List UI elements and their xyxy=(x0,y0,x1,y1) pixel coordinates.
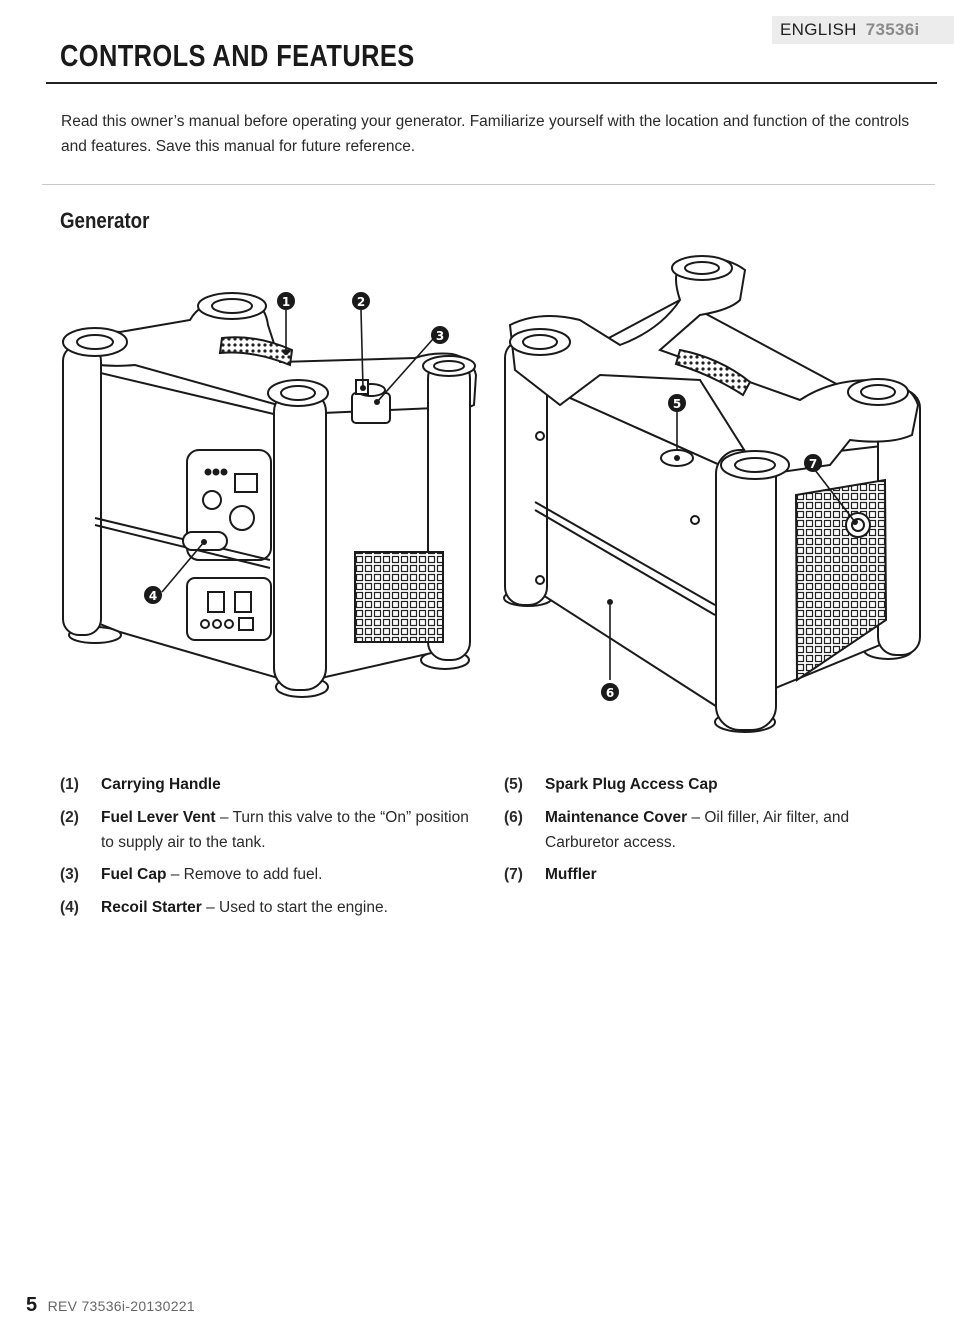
language-label: ENGLISH xyxy=(780,20,857,39)
list-item: (5)Spark Plug Access Cap xyxy=(504,776,718,793)
svg-text:7: 7 xyxy=(809,457,817,471)
list-item: (3)Fuel Cap – Remove to add fuel. xyxy=(60,866,323,883)
callout-5: 5 xyxy=(668,394,686,412)
svg-text:5: 5 xyxy=(673,397,681,411)
callout-6: 6 xyxy=(601,683,619,701)
callout-2: 2 xyxy=(352,292,370,310)
list-item: (4)Recoil Starter – Used to start the en… xyxy=(60,898,388,916)
list-item: (7)Muffler xyxy=(504,866,597,883)
svg-text:3: 3 xyxy=(436,329,444,343)
revision-code: REV 73536i-20130221 xyxy=(47,1298,195,1314)
generator-front-view xyxy=(62,292,478,698)
list-item: (6)Maintenance Cover – Oil filler, Air f… xyxy=(504,808,850,851)
page-number: 5 xyxy=(26,1294,38,1316)
generator-rear-view xyxy=(503,255,921,733)
svg-text:1: 1 xyxy=(282,295,290,309)
section-title: Generator xyxy=(60,208,150,233)
intro-divider xyxy=(42,184,935,185)
list-item: (2)Fuel Lever Vent – Turn this valve to … xyxy=(60,808,469,851)
callout-7: 7 xyxy=(804,454,822,472)
callout-3: 3 xyxy=(431,326,449,344)
leader-dots xyxy=(201,349,858,605)
page-title: CONTROLS AND FEATURES xyxy=(60,38,415,73)
page-footer: 5 REV 73536i-20130221 xyxy=(26,1294,195,1317)
svg-text:2: 2 xyxy=(357,295,365,309)
svg-text:6: 6 xyxy=(606,686,614,700)
list-item: (1)Carrying Handle xyxy=(60,776,221,793)
language-tab: ENGLISH 73536i xyxy=(772,16,954,44)
callout-4: 4 xyxy=(144,586,162,604)
intro-paragraph: Read this owner’s manual before operatin… xyxy=(61,113,910,155)
svg-text:4: 4 xyxy=(149,589,157,603)
callout-1: 1 xyxy=(277,292,295,310)
parts-list-left: (1)Carrying Handle (2)Fuel Lever Vent – … xyxy=(60,772,480,927)
parts-list-right: (5)Spark Plug Access Cap (6)Maintenance … xyxy=(504,772,924,895)
model-number: 73536i xyxy=(865,20,920,39)
title-divider xyxy=(46,82,937,84)
leader-lines xyxy=(161,309,856,680)
generator-illustration: 1 2 3 4 5 6 7 xyxy=(62,255,921,733)
